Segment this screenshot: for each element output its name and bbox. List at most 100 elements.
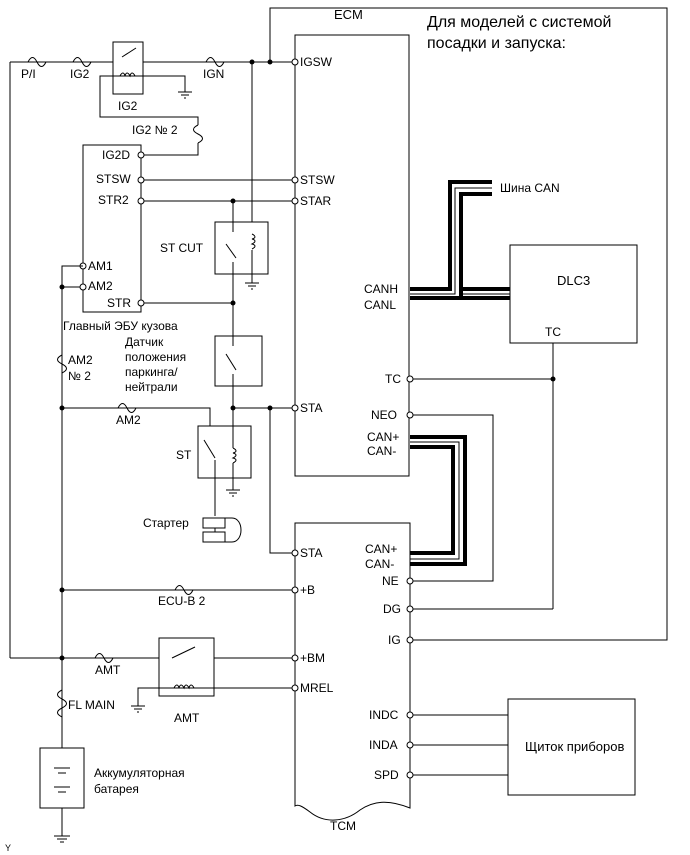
relay-amt-label: AMT: [174, 711, 200, 725]
fuse-am2-no2-label-2: № 2: [68, 369, 91, 383]
term-tcm-dg: [406, 605, 414, 613]
body-pin-ig2d: IG2D: [102, 148, 130, 162]
can-bus-label: Шина CAN: [500, 181, 560, 195]
junction-tc: [550, 376, 556, 382]
term-body-ig2d: [137, 151, 145, 159]
wire-am-bus: [61, 265, 83, 836]
fuse-ecub2-symbol: [174, 585, 194, 595]
relay-ig2-ground-wire: [143, 75, 186, 92]
dlc3-pin-tc: TC: [545, 325, 561, 339]
ecm-pin-neo: NEO: [371, 408, 397, 422]
tcm-label: TCM: [330, 819, 356, 833]
tcm-pin-bm: +BM: [300, 651, 325, 665]
tcm-pin-dg: DG: [383, 602, 401, 616]
starter-label: Стартер: [143, 516, 189, 530]
tcm-pin-sta: STA: [300, 546, 322, 560]
can-bus-ecm-dlc3: [410, 180, 510, 300]
term-tcm-inda: [406, 741, 414, 749]
ecm-pin-can-plus: CAN+: [367, 430, 399, 444]
fuse-ign-symbol: [205, 57, 225, 67]
body-pin-str2: STR2: [98, 193, 129, 207]
fuse-ig2-no2-label: IG2 № 2: [132, 123, 178, 137]
relay-ig2-box: [112, 41, 144, 95]
park-neutral-line-4: нейтрали: [125, 380, 178, 394]
instrument-panel-label: Щиток приборов: [525, 739, 624, 754]
term-tcm-spd: [406, 771, 414, 779]
term-body-str2: [137, 197, 145, 205]
tcm-pin-can-plus: CAN+: [365, 542, 397, 556]
park-neutral-contact: [225, 353, 237, 371]
term-tcm-mrel: [291, 684, 299, 692]
relay-stcut-label: ST CUT: [160, 241, 204, 255]
tcm-pin-indc: INDC: [369, 708, 399, 722]
fuse-am2-label: AM2: [116, 413, 141, 427]
fuse-pi-symbol: [27, 57, 47, 67]
term-ecm-igsw: [291, 58, 299, 66]
main-body-ecu-label: Главный ЭБУ кузова: [63, 319, 178, 333]
body-pin-am2: AM2: [88, 279, 113, 293]
tcm-box: [294, 522, 411, 821]
relay-ig2-contact: [121, 47, 137, 58]
ecm-pin-star: STAR: [300, 194, 331, 208]
ecm-pin-canl: CANL: [364, 298, 396, 312]
term-tcm-indc: [406, 711, 414, 719]
st-contact: [203, 439, 216, 459]
wire-ig2-no2: [99, 75, 199, 125]
stcut-coil: [250, 233, 256, 250]
tcm-pin-mrel: MREL: [300, 681, 334, 695]
junction-ign-1: [249, 59, 255, 65]
fuse-ig2-symbol: [72, 57, 92, 67]
relay-stcut-box: [214, 221, 269, 275]
relay-st-label: ST: [176, 448, 192, 462]
tcm-pin-can-minus: CAN-: [365, 557, 394, 571]
dlc3-box: [509, 244, 638, 344]
term-ecm-stsw: [291, 176, 299, 184]
junction-ign-2: [267, 59, 273, 65]
term-ecm-star: [291, 197, 299, 205]
wire-sta-tcm: [269, 408, 295, 554]
tcm-pin-ne: NE: [382, 574, 399, 588]
ecm-label: ECM: [334, 7, 363, 22]
fuse-ig2-no2-symbol: [193, 124, 203, 144]
title-line-2: посадки и запуска:: [427, 35, 566, 52]
battery-label-2: батарея: [94, 782, 139, 796]
body-pin-str: STR: [107, 296, 131, 310]
term-tcm-sta: [291, 549, 299, 557]
term-body-str: [137, 299, 145, 307]
ecm-pin-can-minus: CAN-: [367, 444, 396, 458]
park-neutral-line-3: паркинга/: [125, 365, 178, 379]
term-tcm-b: [291, 586, 299, 594]
fuse-ecub2-label: ECU-B 2: [158, 594, 206, 608]
tcm-pin-spd: SPD: [374, 768, 399, 782]
ecm-box: [294, 34, 410, 477]
junction-amt: [59, 655, 65, 661]
dlc3-label: DLC3: [557, 273, 590, 288]
body-pin-am1: AM1: [88, 259, 113, 273]
park-neutral-switch-box: [214, 335, 263, 387]
relay-st-box: [197, 425, 252, 479]
relay-ig2-coil: [119, 72, 136, 78]
term-ecm-tc: [406, 375, 414, 383]
starter-icon: [202, 517, 242, 543]
wire-neo-ne: [413, 414, 494, 582]
term-ecm-sta: [291, 404, 299, 412]
fuse-fl-main-label: FL MAIN: [68, 698, 115, 712]
body-pin-stsw: STSW: [96, 172, 131, 186]
tcm-pin-ig: IG: [388, 633, 401, 647]
relay-amt-box: [158, 637, 215, 697]
fuse-amt-symbol: [94, 653, 114, 663]
ecm-pin-igsw: IGSW: [300, 55, 333, 69]
fuse-fl-main-symbol: [57, 689, 67, 718]
main-body-ecu-box: [82, 144, 142, 313]
term-body-am2: [79, 283, 87, 291]
footer-mark: Y: [5, 843, 11, 853]
term-tcm-ig: [406, 636, 414, 644]
battery-label-1: Аккумуляторная: [94, 766, 185, 780]
tcm-pin-inda: INDA: [369, 738, 398, 752]
battery-box: [39, 747, 85, 809]
instrument-panel-box: [507, 698, 636, 796]
term-ecm-neo: [406, 411, 414, 419]
ecm-pin-tc: TC: [385, 372, 401, 386]
